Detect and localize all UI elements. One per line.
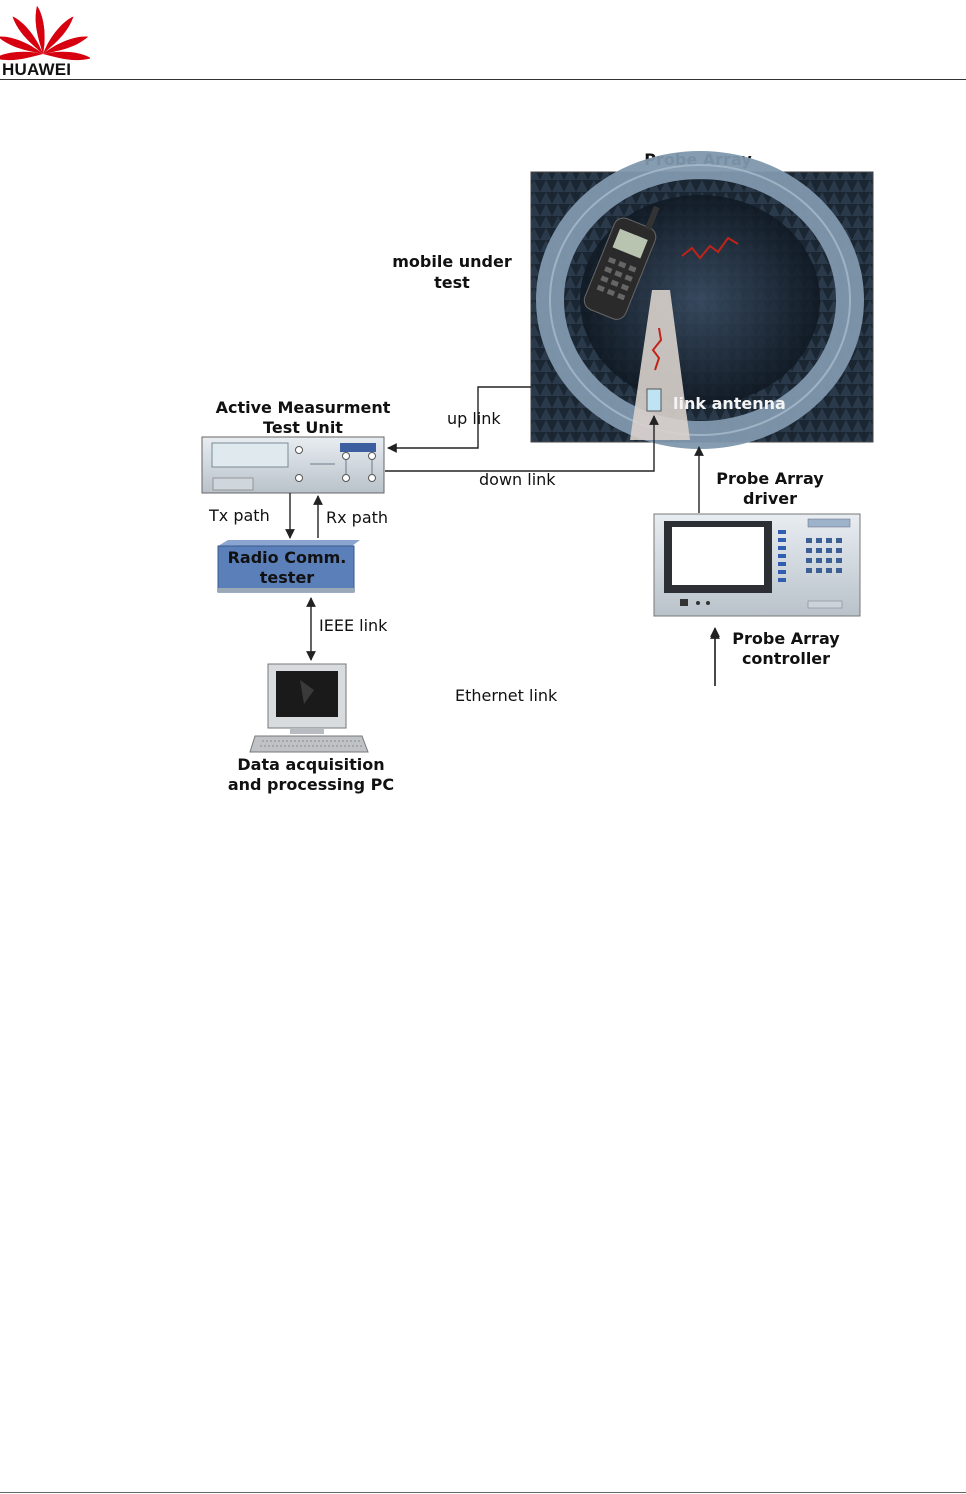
amtu-label-1: Active Measurment xyxy=(216,398,391,417)
mobile-under-test-label-1: mobile under xyxy=(392,252,512,271)
link-antenna-label: link antenna xyxy=(673,394,786,413)
radio-comm-tester-device xyxy=(217,540,360,593)
ethernet-link-label: Ethernet link xyxy=(455,686,558,705)
polarization-arrow xyxy=(681,236,739,260)
pc-label-2: and processing PC xyxy=(228,775,394,794)
down-link-line xyxy=(385,415,659,472)
pc-computer-icon xyxy=(249,663,369,753)
probe-array-chamber: link antenna xyxy=(530,151,874,449)
amtu-label-2: Test Unit xyxy=(263,418,343,437)
radio-tester-label-2: tester xyxy=(260,568,315,587)
mast xyxy=(630,290,690,440)
link-antenna-icon xyxy=(646,388,662,412)
polarization-arrow-2 xyxy=(651,327,663,371)
up-link-label: up link xyxy=(447,409,501,428)
driver-label-2: driver xyxy=(743,489,797,508)
down-link-label: down link xyxy=(479,470,556,489)
brand-name: HUAWEI xyxy=(2,60,72,79)
up-link-line xyxy=(387,386,531,453)
controller-label-2: controller xyxy=(742,649,830,668)
rx-path-label: Rx path xyxy=(326,508,388,527)
driver-label-1: Probe Array xyxy=(716,469,824,488)
mobile-under-test-label-2: test xyxy=(434,273,470,292)
header-divider xyxy=(0,79,966,80)
pc-label-1: Data acquisition xyxy=(237,755,384,774)
radio-tester-label-1: Radio Comm. xyxy=(228,548,347,567)
probe-array-controller-device xyxy=(653,513,861,617)
huawei-logo xyxy=(0,6,90,61)
mobile-phone-icon xyxy=(583,205,660,320)
amtu-device xyxy=(201,436,385,494)
footer-divider xyxy=(0,1492,966,1493)
ieee-link-label: IEEE link xyxy=(319,616,388,635)
controller-label-1: Probe Array xyxy=(732,629,840,648)
tx-path-label: Tx path xyxy=(208,506,270,525)
